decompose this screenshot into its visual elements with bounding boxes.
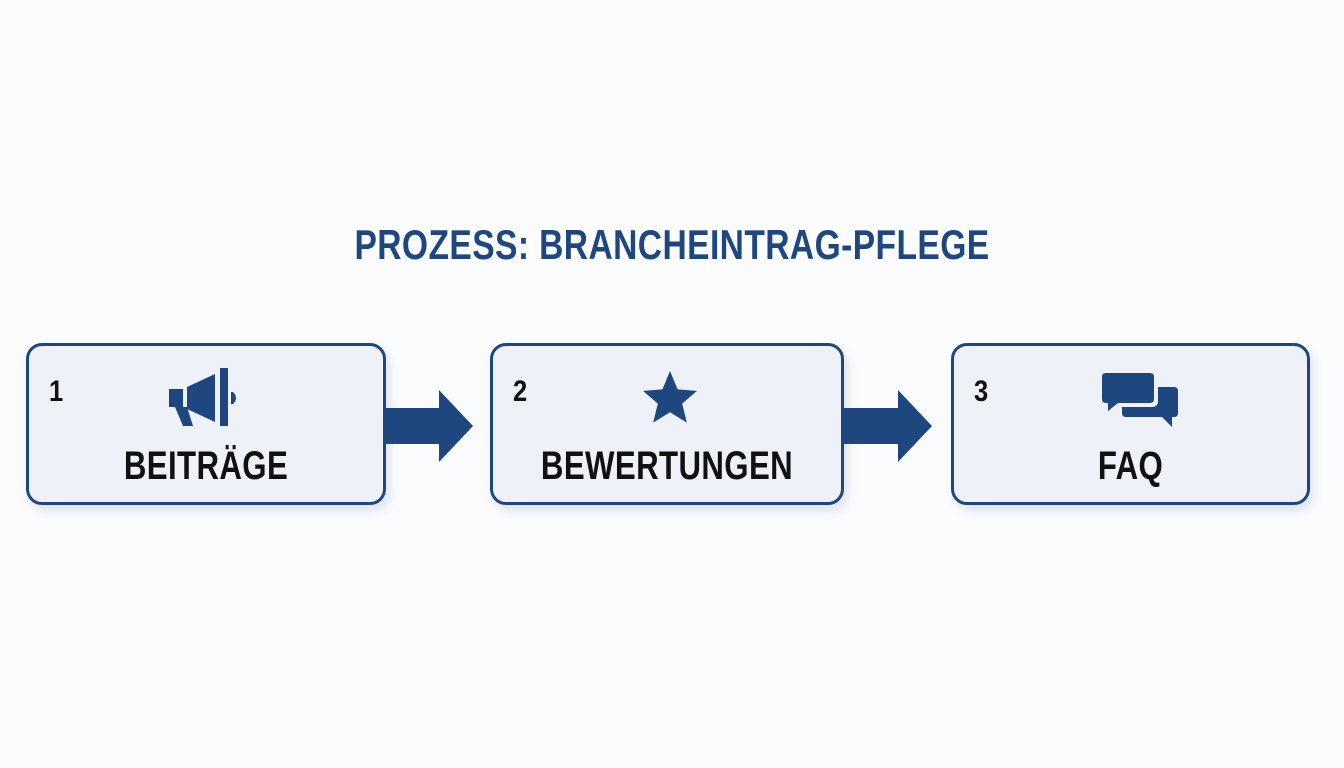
step-number: 2	[513, 375, 528, 408]
arrow-icon	[842, 390, 934, 462]
step-number: 3	[974, 375, 989, 408]
step-label: BEITRÄGE	[123, 444, 289, 488]
step-label: FAQ	[1097, 444, 1164, 488]
step-box-1: 1 BEITRÄGE	[26, 343, 386, 505]
arrow-icon	[383, 390, 475, 462]
step-box-3: 3 FAQ	[951, 343, 1310, 505]
step-label: BEWERTUNGEN	[540, 444, 794, 488]
star-icon	[628, 363, 712, 429]
chat-bubbles-icon	[1096, 363, 1180, 429]
megaphone-icon	[167, 363, 251, 429]
step-box-2: 2 BEWERTUNGEN	[490, 343, 844, 505]
step-number: 1	[49, 375, 64, 408]
diagram-title: PROZESS: BRANCHEINTRAG-PFLEGE	[354, 221, 990, 268]
